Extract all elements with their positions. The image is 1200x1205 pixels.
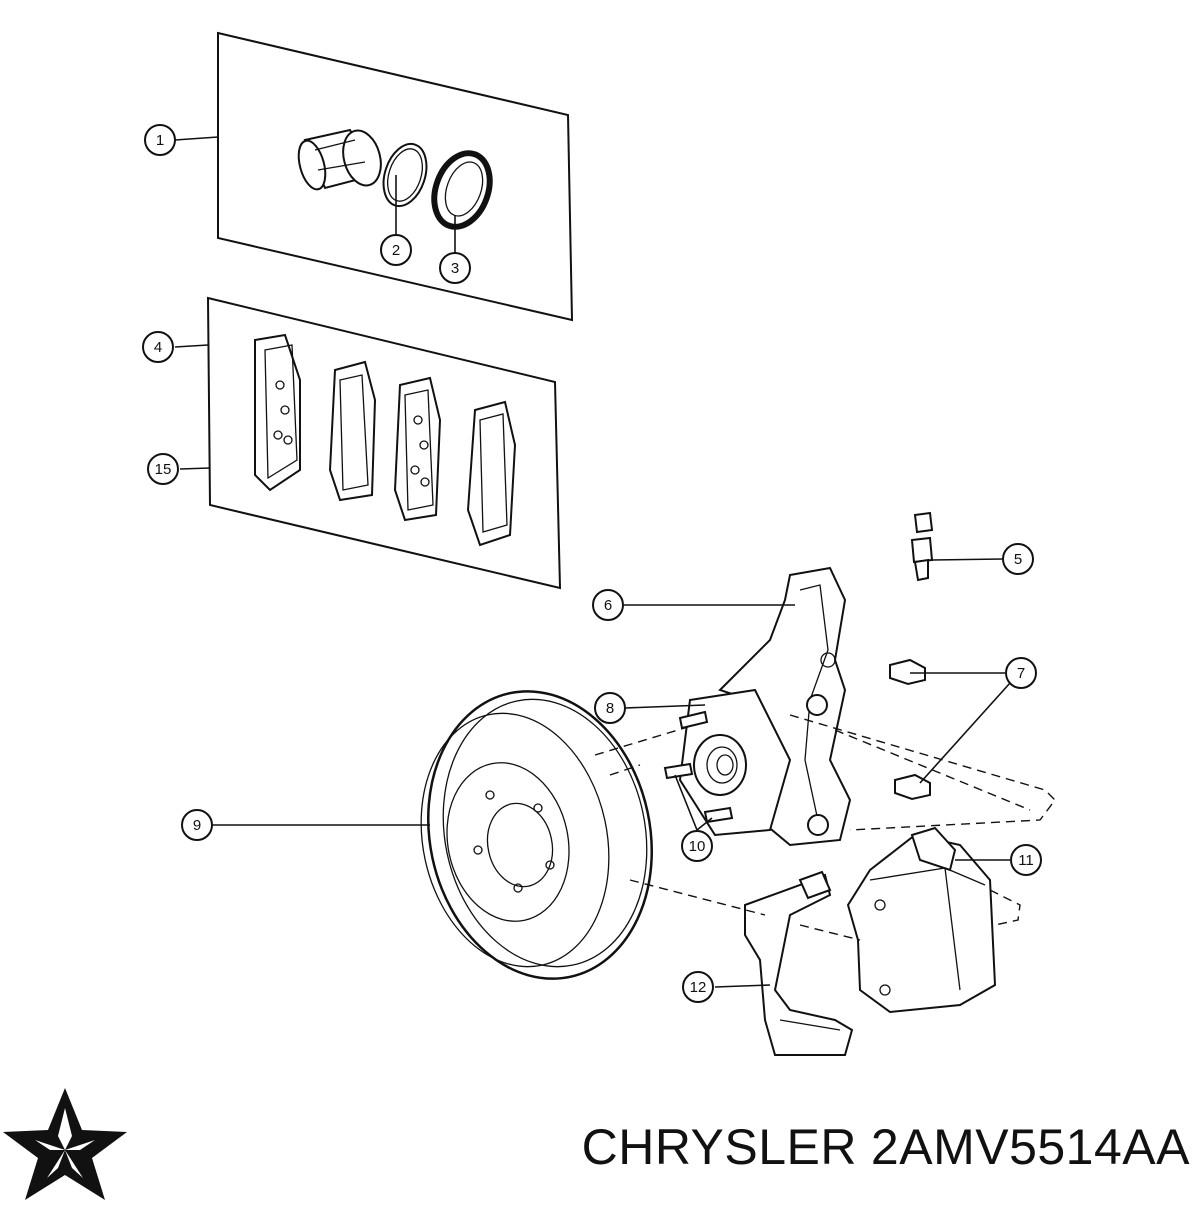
callout-label-15: 15 [155,461,172,478]
chrysler-pentastar-logo [3,1088,127,1200]
brake-pad-kit-panel [206,296,562,590]
callout-10: 10 [681,830,713,862]
callout-12: 12 [682,971,714,1003]
callout-8: 8 [594,692,626,724]
callout-3: 3 [439,252,471,284]
callout-11: 11 [1010,844,1042,876]
part-caption: CHRYSLER 2AMV5514AA [400,1112,1190,1182]
brake-pad-2 [328,360,377,502]
brand-name: CHRYSLER [581,1119,857,1175]
brake-caliper [846,826,997,1014]
callout-label-3: 3 [451,260,459,277]
brake-pad-4 [466,400,517,547]
callout-1: 1 [144,124,176,156]
piston-seal-kit-panel [217,31,574,322]
brake-rotor [420,690,653,980]
callout-label-6: 6 [604,597,612,614]
callout-label-1: 1 [156,132,164,149]
callout-label-10: 10 [689,838,706,855]
callout-label-2: 2 [392,242,400,259]
brake-pad-1 [254,333,301,492]
callout-2: 2 [380,234,412,266]
caliper-piston [297,128,382,191]
callout-label-4: 4 [154,339,162,356]
part-number: 2AMV5514AA [870,1119,1190,1175]
brake-pad-3 [393,376,442,522]
callout-label-7: 7 [1017,665,1025,682]
callout-5: 5 [1002,543,1034,575]
callout-label-5: 5 [1014,551,1022,568]
callout-4: 4 [142,331,174,363]
callout-label-12: 12 [690,979,707,996]
hub-bearing [678,688,792,837]
callout-6: 6 [592,589,624,621]
leader-lines [174,136,1011,988]
bleeder-screw [910,511,934,582]
callout-label-8: 8 [606,700,614,717]
callout-7: 7 [1005,657,1037,689]
callout-15: 15 [147,453,179,485]
callout-label-11: 11 [1018,852,1034,869]
callout-label-9: 9 [193,817,201,834]
steering-knuckle [718,566,852,847]
caliper-bracket [744,870,854,1056]
callout-9: 9 [181,809,213,841]
